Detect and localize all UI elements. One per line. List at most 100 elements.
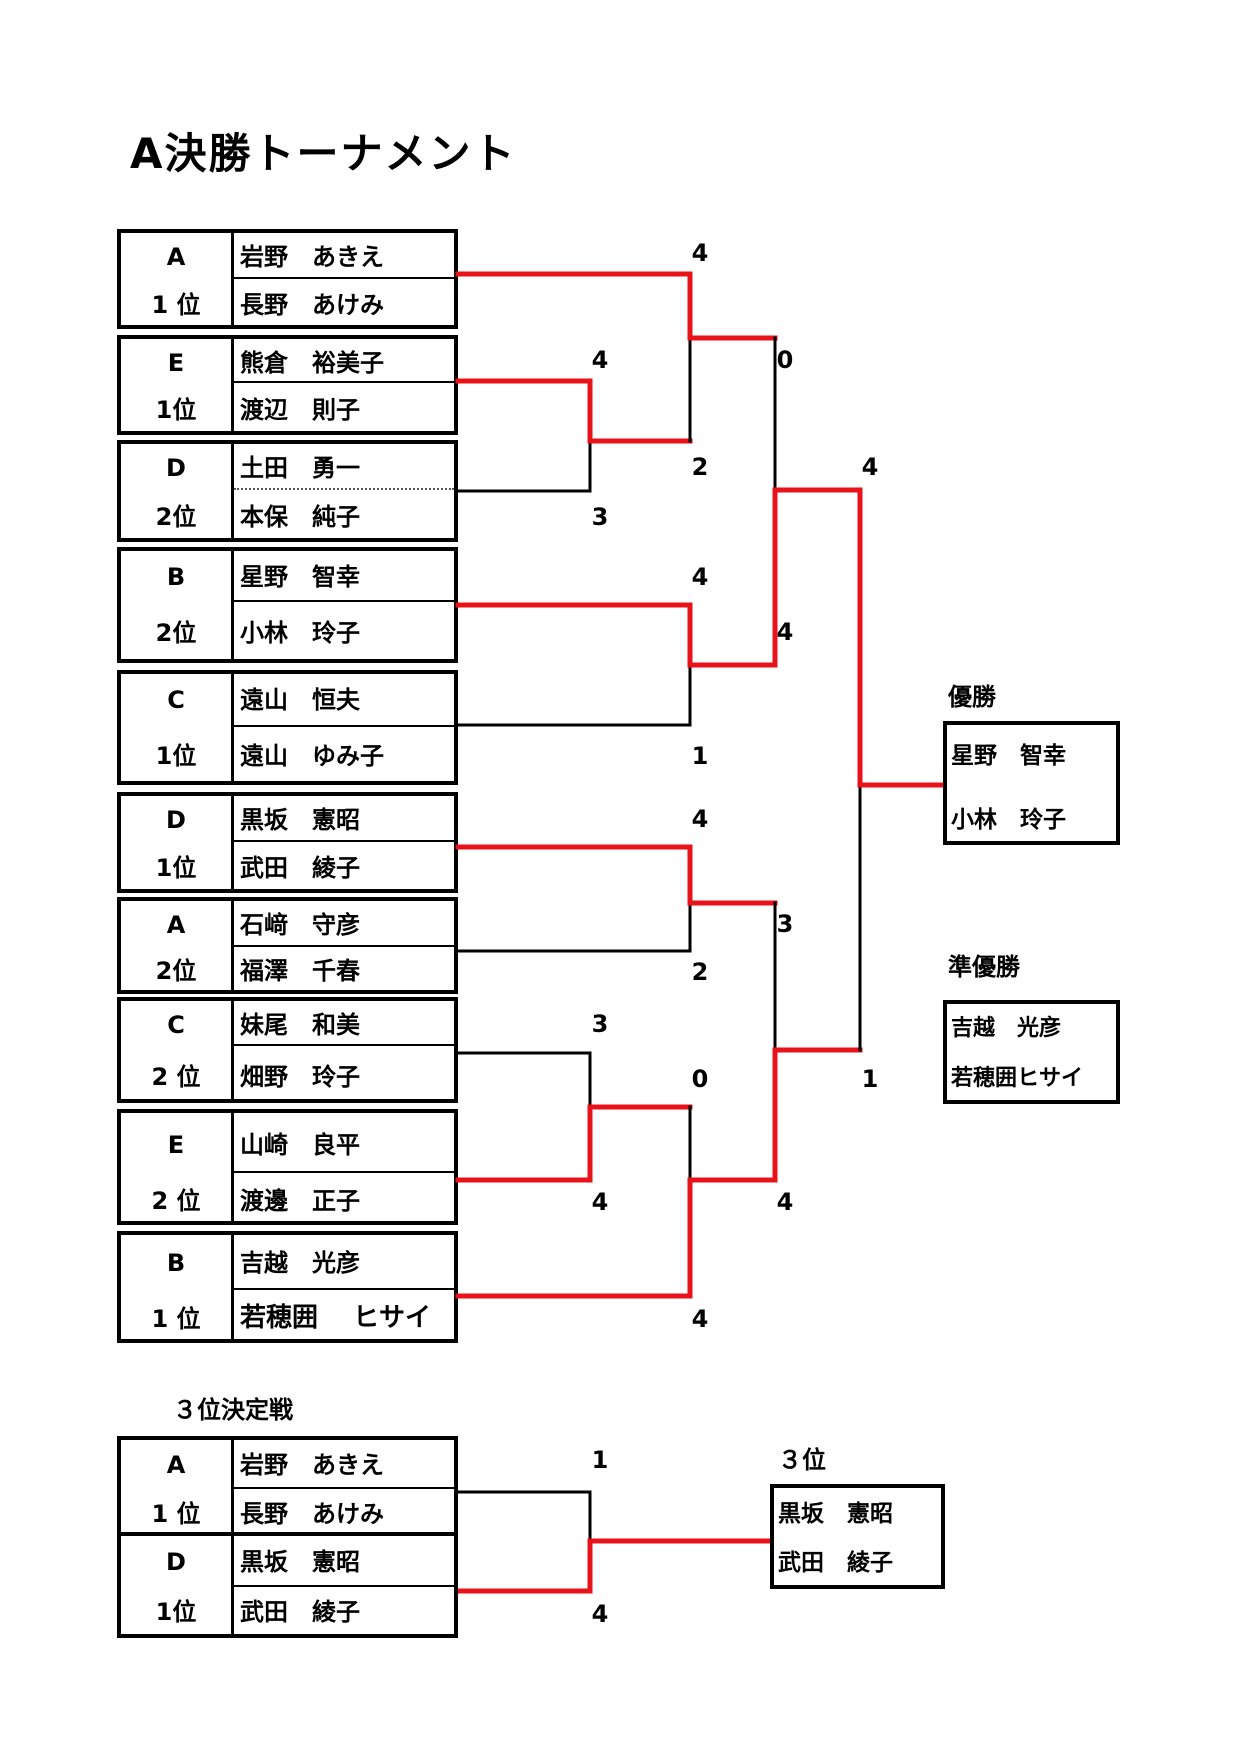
bracket-line	[456, 901, 692, 953]
score: 2	[691, 958, 709, 986]
team-box: D 1位 黒坂 憲昭 武田 綾子	[117, 1532, 458, 1638]
player-name: 長野 あけみ	[240, 291, 384, 319]
player-name: 石﨑 守彦	[240, 911, 360, 939]
divider	[231, 1113, 234, 1221]
third-place-label: ３位	[778, 1446, 826, 1474]
player-name: 武田 綾子	[778, 1550, 893, 1576]
team-group: C	[167, 686, 185, 714]
team-box: C 1位 遠山 恒夫 遠山 ゆみ子	[117, 670, 458, 785]
score: 3	[591, 1010, 609, 1038]
team-group: A	[166, 243, 186, 271]
score: 4	[861, 453, 879, 481]
bracket-line	[456, 1490, 592, 1543]
winner-label: 優勝	[948, 683, 996, 711]
score: 4	[776, 618, 794, 646]
score: 1	[861, 1065, 879, 1093]
player-name: 渡邊 正子	[240, 1187, 360, 1215]
team-rank: 2位	[155, 957, 197, 985]
player-name: 遠山 恒夫	[240, 686, 360, 714]
score: 1	[691, 742, 709, 770]
bracket-line	[455, 844, 693, 906]
team-group: E	[167, 349, 185, 377]
team-group: D	[166, 454, 186, 482]
score: 4	[691, 805, 709, 833]
divider	[234, 840, 454, 842]
player-name: 山崎 良平	[240, 1131, 360, 1159]
divider	[231, 444, 234, 538]
page-title: A決勝トーナメント	[130, 129, 517, 178]
team-group: B	[166, 1249, 186, 1277]
score: 2	[691, 453, 709, 481]
score: 4	[591, 346, 609, 374]
winner-box: 星野 智幸 小林 玲子	[943, 721, 1120, 845]
divider	[231, 1001, 234, 1099]
divider	[231, 674, 234, 781]
player-name: 妹尾 和美	[240, 1011, 360, 1039]
divider	[234, 1288, 454, 1290]
team-box: E 1位 熊倉 裕美子 渡辺 則子	[117, 335, 458, 435]
third-place-box: 黒坂 憲昭 武田 綾子	[770, 1484, 945, 1589]
divider	[234, 1585, 454, 1587]
player-name: 渡辺 則子	[240, 396, 360, 424]
team-rank: 2位	[155, 503, 197, 531]
bracket-line	[455, 1538, 593, 1594]
team-box: E 2 位 山崎 良平 渡邊 正子	[117, 1109, 458, 1225]
player-name: 岩野 あきえ	[240, 243, 384, 271]
divider	[231, 796, 234, 889]
bracket-line	[455, 1177, 693, 1299]
player-name: 吉越 光彦	[240, 1249, 360, 1277]
player-name: 畑野 玲子	[240, 1063, 360, 1091]
player-name: 熊倉 裕美子	[240, 349, 384, 377]
team-group: E	[167, 1131, 185, 1159]
score: 3	[776, 910, 794, 938]
player-name: 若穂囲 ヒサイ	[240, 1303, 432, 1333]
player-name: 星野 智幸	[240, 563, 360, 591]
team-box: A 1 位 岩野 あきえ 長野 あけみ	[117, 1436, 458, 1536]
score: 4	[591, 1188, 609, 1216]
divider	[234, 1487, 454, 1489]
divider	[234, 1044, 454, 1046]
runner-up-label: 準優勝	[948, 953, 1020, 981]
bracket-line	[456, 439, 592, 493]
player-name: 土田 勇一	[240, 454, 360, 482]
divider	[234, 277, 454, 279]
team-group: A	[166, 911, 186, 939]
team-rank: 1 位	[151, 1305, 201, 1333]
divider	[234, 488, 454, 490]
team-group: D	[166, 806, 186, 834]
player-name: 黒坂 憲昭	[240, 806, 360, 834]
divider	[231, 901, 234, 990]
player-name: 長野 あけみ	[240, 1500, 384, 1528]
divider	[234, 381, 454, 383]
player-name: 福澤 千春	[240, 957, 360, 985]
player-name: 小林 玲子	[240, 619, 360, 647]
player-name: 吉越 光彦	[951, 1016, 1062, 1041]
bracket-line	[455, 602, 693, 668]
divider	[234, 945, 454, 947]
score: 4	[591, 1600, 609, 1628]
player-name: 若穂囲ヒサイ	[951, 1066, 1084, 1091]
player-name: 遠山 ゆみ子	[240, 742, 384, 770]
score: 4	[691, 563, 709, 591]
team-group: B	[166, 563, 186, 591]
team-box: A 1 位 岩野 あきえ 長野 あけみ	[117, 229, 458, 329]
runner-up-box: 吉越 光彦 若穂囲ヒサイ	[943, 1000, 1120, 1104]
third-place-match-label: ３位決定戦	[173, 1396, 293, 1424]
team-box: C 2 位 妹尾 和美 畑野 玲子	[117, 997, 458, 1103]
team-group: C	[167, 1011, 185, 1039]
team-box: D 2位 土田 勇一 本保 純子	[117, 440, 458, 542]
team-rank: 1位	[155, 1598, 197, 1626]
team-rank: 1位	[155, 742, 197, 770]
divider	[234, 600, 454, 602]
player-name: 本保 純子	[240, 503, 360, 531]
bracket-line	[456, 663, 692, 727]
player-name: 黒坂 憲昭	[240, 1548, 360, 1576]
divider	[234, 1171, 454, 1173]
score: 4	[776, 1188, 794, 1216]
score: 4	[691, 1305, 709, 1333]
player-name: 武田 綾子	[240, 1598, 360, 1626]
divider	[231, 339, 234, 431]
bracket-line	[456, 1051, 592, 1109]
team-rank: 2 位	[151, 1187, 201, 1215]
